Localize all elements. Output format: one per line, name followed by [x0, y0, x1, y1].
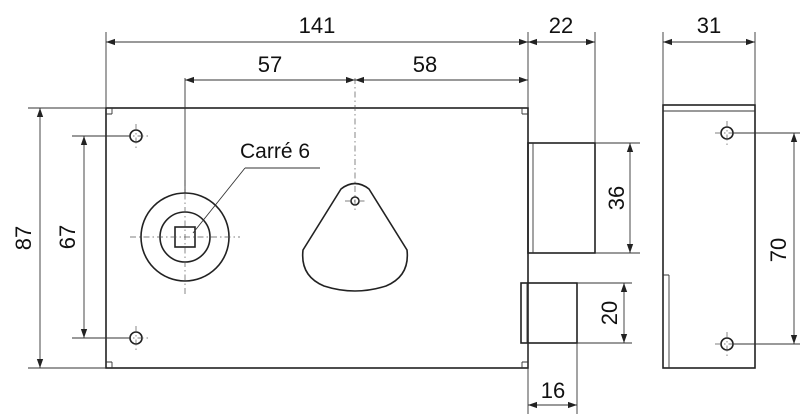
spindle-label: Carré 6 — [240, 140, 310, 163]
spindle-boss — [130, 78, 240, 294]
dim-depth: 31 — [697, 13, 721, 38]
dim-width-total: 141 — [299, 13, 336, 38]
side-view: 31 70 — [662, 13, 800, 369]
dim-screw-spacing-front: 67 — [55, 225, 80, 249]
dim-deadbolt-height: 36 — [604, 186, 629, 210]
dim-height-total: 87 — [11, 226, 36, 250]
dim-bolt-projection: 22 — [549, 13, 573, 38]
dim-screw-spacing-side: 70 — [766, 238, 791, 262]
dim-spindle-offset: 57 — [258, 52, 282, 77]
dim-keyhole-offset: 58 — [413, 52, 437, 77]
lock-body-front — [105, 107, 529, 369]
dim-latch-height: 20 — [597, 301, 622, 325]
lock-body-side — [662, 104, 756, 369]
front-view: Carré 6 141 22 57 58 87 67 36 — [11, 13, 640, 414]
deadbolt — [527, 142, 596, 254]
latch-bolt — [520, 282, 578, 344]
keyhole — [301, 78, 409, 292]
dim-latch-projection: 16 — [541, 378, 565, 403]
